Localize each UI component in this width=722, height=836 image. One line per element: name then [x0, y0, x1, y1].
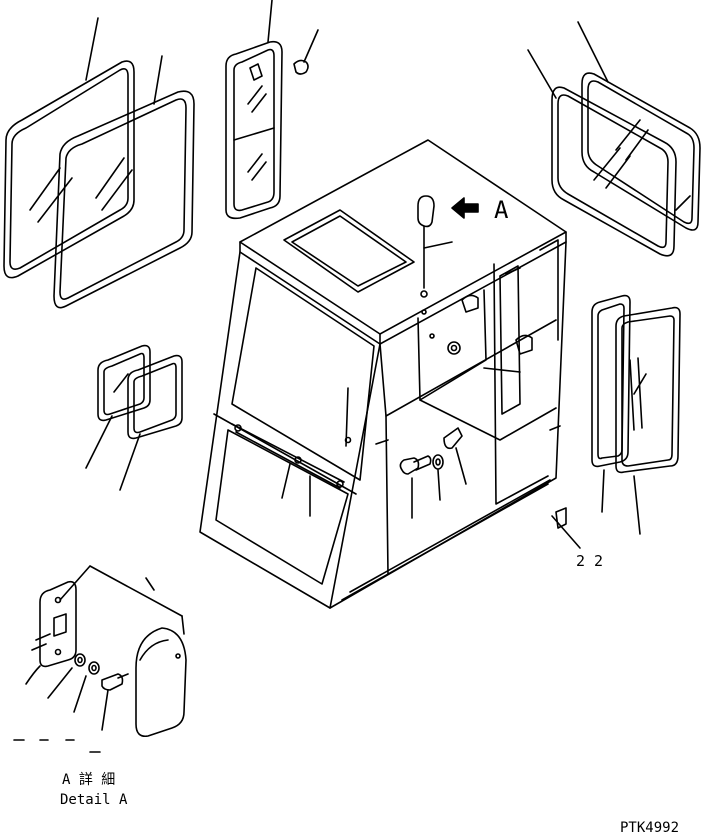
- door-knob: [293, 29, 319, 75]
- roof-lamp: [417, 195, 453, 339]
- door-glass: [225, 0, 283, 220]
- front-glass-leaders: [85, 17, 163, 105]
- cab-body: [199, 139, 567, 609]
- drawing-number: PTK4992: [620, 820, 679, 836]
- detail-a-en-label: Detail A: [60, 792, 128, 808]
- ref-22-label: 2 2: [576, 552, 603, 570]
- rear-glass-leaders: [527, 21, 609, 99]
- front-glass-inner: [53, 90, 195, 309]
- view-a-arrow: [451, 197, 479, 219]
- ref-22-leader: [551, 515, 581, 549]
- front-glass-outer: [3, 60, 135, 279]
- rear-glass-inner: [551, 86, 677, 257]
- right-window-seals: [591, 294, 681, 535]
- detail-a-assembly: [13, 565, 187, 753]
- detail-a-jp-label: A 詳 細: [62, 772, 115, 788]
- view-a-label: A: [494, 196, 509, 224]
- rear-glass-outer: [581, 72, 701, 231]
- bolt-washer-set: [281, 367, 521, 519]
- small-side-glass: [85, 344, 183, 491]
